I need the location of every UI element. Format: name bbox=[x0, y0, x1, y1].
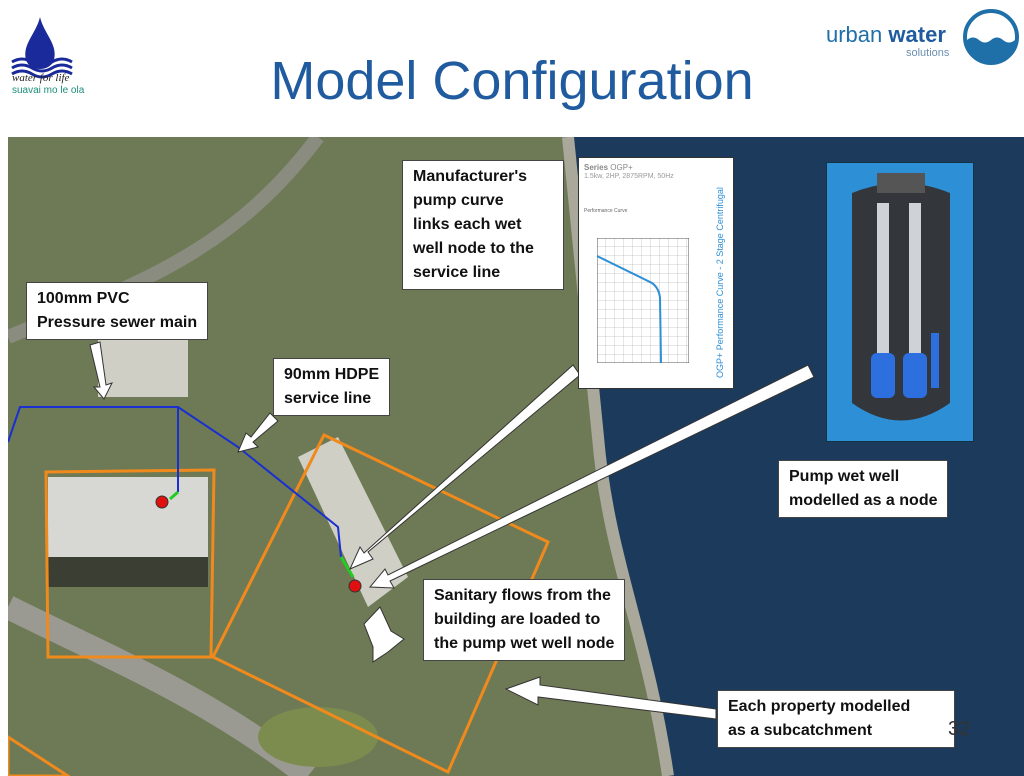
urban-water-logo-text: urban water bbox=[826, 22, 946, 47]
subcatchment-1 bbox=[44, 468, 216, 659]
arrow bbox=[89, 341, 113, 400]
wet-well-node-1 bbox=[155, 495, 169, 509]
performance-curve-chart bbox=[597, 238, 689, 363]
logo-text-line1: water for life bbox=[12, 72, 70, 84]
urban-water-logo-sub: solutions bbox=[906, 47, 950, 59]
urban-water-logo-icon bbox=[963, 9, 1019, 65]
page-number: 32 bbox=[948, 718, 971, 740]
logo-text-line2: suavai mo le ola bbox=[12, 85, 85, 96]
arrow bbox=[368, 364, 815, 589]
water-for-life-logo bbox=[11, 17, 73, 79]
pump-curve-image: Series OGP+ 1.5kw, 2HP, 2875RPM, 50Hz Pe… bbox=[578, 157, 734, 389]
arrow bbox=[237, 412, 279, 453]
coast-road bbox=[562, 137, 674, 776]
pump-wet-well-image bbox=[826, 162, 974, 442]
pvc-main bbox=[8, 406, 342, 558]
page-title: Model Configuration bbox=[270, 51, 754, 111]
building bbox=[298, 437, 408, 607]
wet-well-node-2 bbox=[348, 579, 362, 593]
arrow bbox=[349, 364, 581, 570]
subcatchment-2 bbox=[210, 433, 550, 775]
arrow bbox=[504, 676, 717, 720]
arrow bbox=[363, 606, 405, 663]
